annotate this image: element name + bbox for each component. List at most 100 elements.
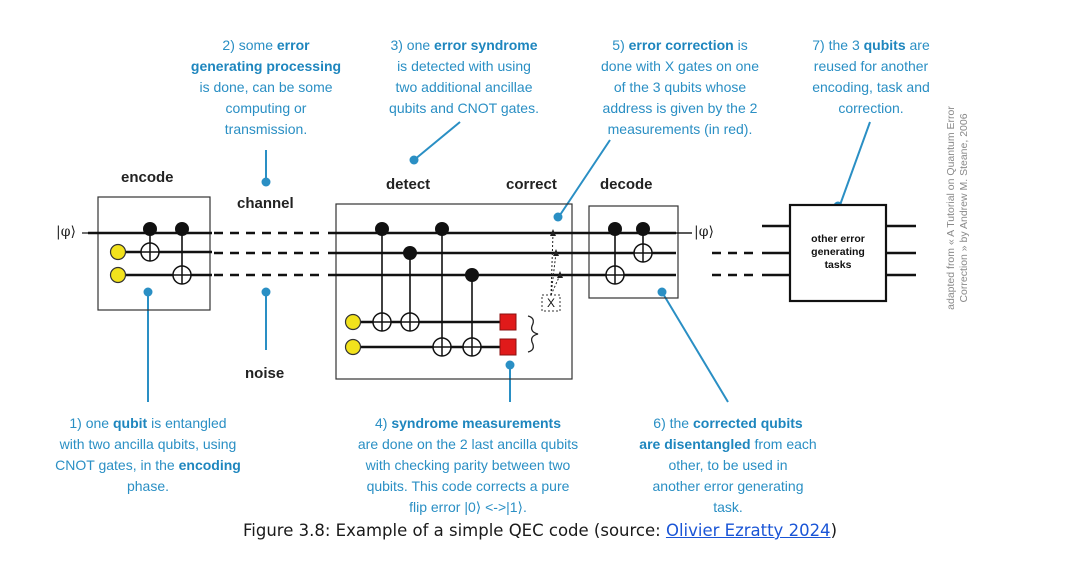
annotation-line: done with X gates on one	[601, 56, 759, 77]
annotation-error-syndrome: 3) one error syndrome is detected with us…	[389, 35, 539, 119]
encode-label: encode	[121, 169, 174, 186]
annotation-text: another error generating	[652, 478, 804, 494]
annotation-line: CNOT gates, in the encoding	[55, 455, 241, 476]
annotation-emphasis: encoding	[178, 457, 241, 473]
source-link[interactable]: Olivier Ezratty 2024	[665, 521, 831, 540]
annotation-line: is detected with using	[389, 56, 539, 77]
detect-label: detect	[386, 176, 431, 193]
annotation-line: 1) one qubit is entangled	[55, 413, 241, 434]
annotation-text: measurements (in red).	[607, 121, 753, 137]
annotation-line: are disentangled from each	[639, 434, 816, 455]
annotation-line: of the 3 qubits whose	[601, 77, 759, 98]
annotation-line: with checking parity between two	[358, 455, 578, 476]
annotation-text: is entangled	[147, 415, 227, 431]
annotation-text: is	[733, 37, 748, 53]
source-credit: adapted from « A Tutorial on Quantum Err…	[945, 106, 970, 310]
annotation-emphasis: syndrome measurements	[391, 415, 561, 431]
decode-label: decode	[600, 176, 653, 193]
annotation-text: phase.	[126, 478, 170, 494]
ancilla-qubits	[109, 243, 362, 356]
x-gate-routes	[550, 232, 561, 296]
annotation-line: other, to be used in	[639, 455, 816, 476]
annotation-line: transmission.	[191, 119, 341, 140]
pointer-7	[839, 121, 871, 206]
channel-wires	[214, 231, 760, 277]
measurement-boxes	[499, 313, 517, 356]
annotation-error-correction: 5) error correction is done with X gates …	[601, 35, 759, 140]
annotation-line: encoding, task and	[812, 77, 930, 98]
annotation-text: done with X gates on one	[600, 58, 760, 74]
output-ket: |φ⟩	[694, 224, 714, 240]
annotation-text: 6) the	[653, 415, 693, 431]
annotation-text: 4)	[375, 415, 392, 431]
annotation-text: 2) some	[222, 37, 277, 53]
annotation-line: generating processing	[191, 56, 341, 77]
annotation-line: 7) the 3 qubits are	[812, 35, 930, 56]
encode-box	[97, 196, 211, 311]
annotation-text: 5)	[612, 37, 629, 53]
annotation-line: is done, can be some	[191, 77, 341, 98]
channel-label: channel	[237, 195, 294, 212]
annotation-line: 5) error correction is	[601, 35, 759, 56]
annotation-text: 1) one	[69, 415, 113, 431]
annotation-line: 3) one error syndrome	[389, 35, 539, 56]
annotation-text: is done, can be some	[199, 79, 333, 95]
annotation-line: phase.	[55, 476, 241, 497]
annotation-text: with checking parity between two	[365, 457, 571, 473]
annotation-text: from each	[750, 436, 817, 452]
annotation-line: measurements (in red).	[601, 119, 759, 140]
annotation-pointers	[147, 121, 871, 403]
annotation-line: qubits and CNOT gates.	[389, 98, 539, 119]
correct-label: correct	[506, 176, 557, 193]
annotation-emphasis: qubits	[863, 37, 906, 53]
measurement-brace	[527, 315, 539, 353]
annotation-text: qubits. This code corrects a pure	[366, 478, 570, 494]
annotation-line: with two ancilla qubits, using	[55, 434, 241, 455]
input-ket: |φ⟩	[56, 224, 76, 240]
annotation-text: are	[905, 37, 930, 53]
annotation-emphasis: error correction	[628, 37, 734, 53]
annotation-line: computing or	[191, 98, 341, 119]
annotation-line: 6) the corrected qubits	[639, 413, 816, 434]
annotation-qubits-reused: 7) the 3 qubits are reused for another enc…	[812, 35, 930, 119]
detect-box	[335, 203, 573, 380]
control-dots	[143, 222, 650, 282]
annotation-text: task.	[713, 499, 743, 515]
cnot-target-crosses	[141, 243, 652, 356]
annotation-text: is detected with using	[397, 58, 531, 74]
annotation-line: correction.	[812, 98, 930, 119]
annotation-line: are done on the 2 last ancilla qubits	[358, 434, 578, 455]
annotation-emphasis: error	[276, 37, 310, 53]
annotation-text: CNOT gates, in the	[55, 457, 179, 473]
annotation-text: encoding, task and	[812, 79, 930, 95]
annotation-line: flip error |0⟩ <->|1⟩.	[358, 497, 578, 518]
annotation-emphasis: corrected qubits	[693, 415, 803, 431]
noise-label: noise	[245, 365, 285, 382]
annotation-text: two additional ancillae	[395, 79, 533, 95]
annotation-text: of the 3 qubits whose	[613, 79, 747, 95]
annotation-text: qubits and CNOT gates.	[389, 100, 539, 116]
annotation-emphasis: error syndrome	[434, 37, 538, 53]
annotation-text: address is given by the 2	[602, 100, 758, 116]
annotation-text: reused for another	[813, 58, 929, 74]
pointer-5	[559, 139, 611, 216]
annotation-line: qubits. This code corrects a pure	[358, 476, 578, 497]
x-gate-arrowheads	[550, 229, 563, 278]
annotation-line: two additional ancillae	[389, 77, 539, 98]
annotation-line: 2) some error	[191, 35, 341, 56]
annotation-line: task.	[639, 497, 816, 518]
figure-caption: Figure 3.8: Example of a simple QEC code…	[242, 521, 837, 540]
pointer-3	[413, 121, 461, 161]
task-box-label: other error generating tasks	[811, 233, 865, 271]
annotation-text: 7) the 3	[812, 37, 864, 53]
annotation-text: 3) one	[390, 37, 435, 53]
annotation-line: 4) syndrome measurements	[358, 413, 578, 434]
annotation-text: other, to be used in	[668, 457, 788, 473]
annotation-text: computing or	[225, 100, 307, 116]
annotation-text: correction.	[838, 100, 904, 116]
